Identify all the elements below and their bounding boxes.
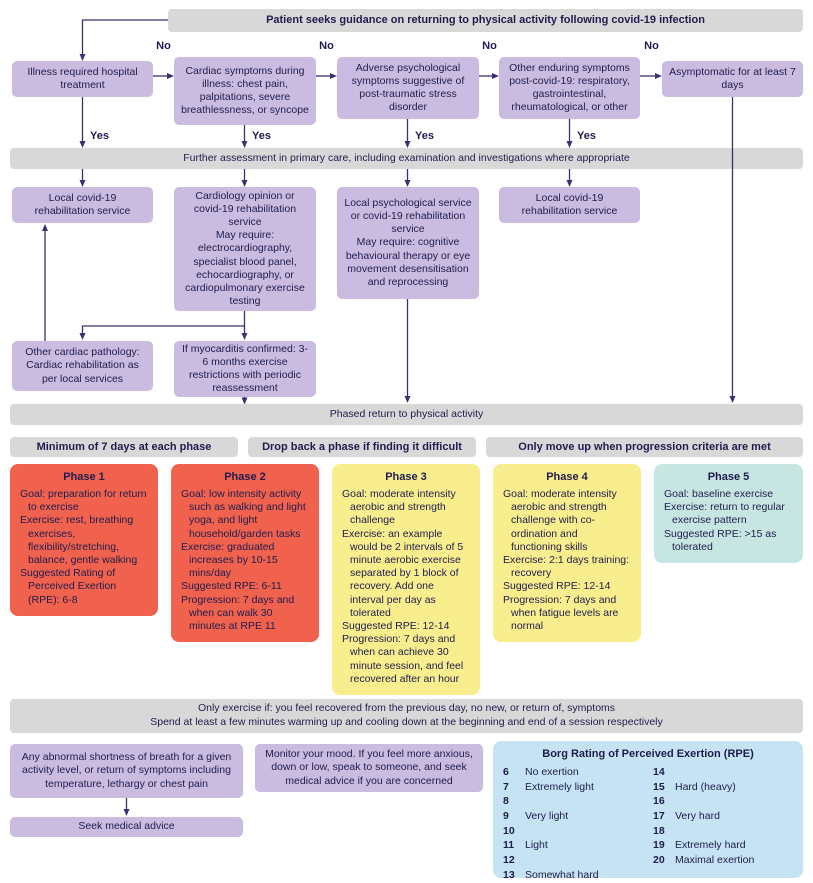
phase-item: Goal: baseline exercise	[664, 487, 774, 500]
box-seek-medical-advice: Seek medical advice	[10, 817, 243, 837]
banner-drop-back: Drop back a phase if finding it difficul…	[248, 437, 476, 457]
phase-title: Phase 4	[546, 471, 588, 483]
box-asymptomatic: Asymptomatic for at least 7 days	[662, 61, 803, 97]
exercise-note-line: Spend at least a few minutes warming up …	[150, 716, 663, 728]
box-myocarditis: If myocarditis confirmed: 3-6 months exe…	[174, 341, 316, 397]
phase-5-box: Phase 5 Goal: baseline exercise Exercise…	[654, 464, 803, 563]
box-text: Local psychological service or covid-19 …	[344, 196, 472, 236]
phase-title: Phase 2	[224, 471, 266, 483]
phase-item: Goal: moderate intensity aerobic and str…	[342, 487, 456, 527]
phase-item: Goal: moderate intensity aerobic and str…	[503, 487, 617, 553]
no-label: No	[644, 40, 659, 52]
box-text: May require: electrocardiography, specia…	[185, 229, 305, 308]
box-psychological-symptoms: Adverse psychological symptoms suggestiv…	[337, 57, 479, 119]
phase-1-box: Phase 1 Goal: preparation for return to …	[10, 464, 158, 616]
banner-further-assessment: Further assessment in primary care, incl…	[10, 148, 803, 169]
phase-item: Progression: 7 days and when can walk 30…	[181, 593, 295, 633]
borg-row: 8	[503, 795, 509, 808]
phase-item: Exercise: 2:1 days training: recovery	[503, 553, 630, 580]
phase-item: Suggested RPE: 12-14	[342, 620, 450, 633]
borg-row: 12	[503, 854, 515, 867]
banner-move-up: Only move up when progression criteria a…	[486, 437, 803, 457]
banner-phased-return: Phased return to physical activity	[10, 404, 803, 425]
box-local-rehab-left: Local covid-19 rehabilitation service	[12, 187, 153, 223]
phase-item: Goal: low intensity activity such as wal…	[181, 487, 306, 540]
phase-item: Goal: preparation for return to exercise	[20, 487, 147, 514]
phase-item: Suggested Rating of Perceived Exertion (…	[20, 567, 117, 606]
box-abnormal-symptoms: Any abnormal shortness of breath for a g…	[10, 744, 243, 798]
phase-item: Progression: 7 days and when can achieve…	[342, 633, 464, 685]
no-label: No	[482, 40, 497, 52]
borg-row: 18	[653, 824, 665, 837]
borg-row: 16	[653, 795, 665, 808]
phase-2-box: Phase 2 Goal: low intensity activity suc…	[171, 464, 319, 643]
box-cardiac-symptoms: Cardiac symptoms during illness: chest p…	[174, 57, 316, 125]
phase-4-box: Phase 4 Goal: moderate intensity aerobic…	[493, 464, 641, 643]
box-local-rehab-right: Local covid-19 rehabilitation service	[499, 187, 640, 223]
yes-label: Yes	[90, 130, 109, 142]
banner-min-7-days: Minimum of 7 days at each phase	[10, 437, 238, 457]
yes-label: Yes	[415, 130, 434, 142]
box-enduring-symptoms: Other enduring symptoms post-covid-19: r…	[499, 57, 640, 119]
no-label: No	[319, 40, 334, 52]
box-text: Local covid-19 rehabilitation service	[521, 191, 618, 217]
no-label: No	[156, 40, 171, 52]
phase-title: Phase 5	[707, 471, 750, 483]
phase-title: Phase 1	[63, 471, 105, 483]
box-cardiology-opinion: Cardiology opinion or covid-19 rehabilit…	[174, 187, 316, 311]
phase-item: Exercise: an example would be 2 interval…	[342, 527, 464, 619]
banner-exercise-note: Only exercise if: you feel recovered fro…	[10, 699, 803, 733]
phase-item: Suggested RPE: 12-14	[503, 580, 611, 593]
box-text: May require: cognitive behavioural thera…	[345, 236, 471, 289]
box-psychological-service: Local psychological service or covid-19 …	[337, 187, 479, 299]
box-hospital-treatment: Illness required hospital treatment	[12, 61, 153, 97]
yes-label: Yes	[577, 130, 596, 142]
box-text: Cardiology opinion or covid-19 rehabilit…	[193, 189, 297, 228]
borg-rpe-box: Borg Rating of Perceived Exertion (RPE) …	[493, 741, 803, 881]
phase-item: Progression: 7 days and when fatigue lev…	[503, 593, 619, 633]
phase-title: Phase 3	[385, 471, 427, 483]
borg-row: 10	[503, 824, 515, 837]
borg-title: Borg Rating of Perceived Exertion (RPE)	[542, 748, 754, 760]
borg-row: 14	[653, 766, 665, 778]
phase-item: Suggested RPE: >15 as tolerated	[664, 527, 777, 553]
phase-item: Exercise: return to regular exercise pat…	[664, 501, 785, 527]
phase-item: Suggested RPE: 6-11	[181, 580, 282, 593]
phase-3-box: Phase 3 Goal: moderate intensity aerobic…	[332, 464, 480, 696]
exercise-note-line: Only exercise if: you feel recovered fro…	[197, 702, 616, 715]
yes-label: Yes	[252, 130, 271, 142]
box-monitor-mood: Monitor your mood. If you feel more anxi…	[255, 744, 483, 792]
box-cardiac-pathology: Other cardiac pathology: Cardiac rehabil…	[12, 341, 153, 391]
box-text: Local covid-19 rehabilitation service	[34, 191, 131, 217]
phase-item: Exercise: graduated increases by 10-15 m…	[181, 540, 278, 580]
phase-item: Exercise: rest, breathing exercises, fle…	[20, 514, 138, 566]
banner-patient-guidance: Patient seeks guidance on returning to p…	[168, 9, 803, 32]
